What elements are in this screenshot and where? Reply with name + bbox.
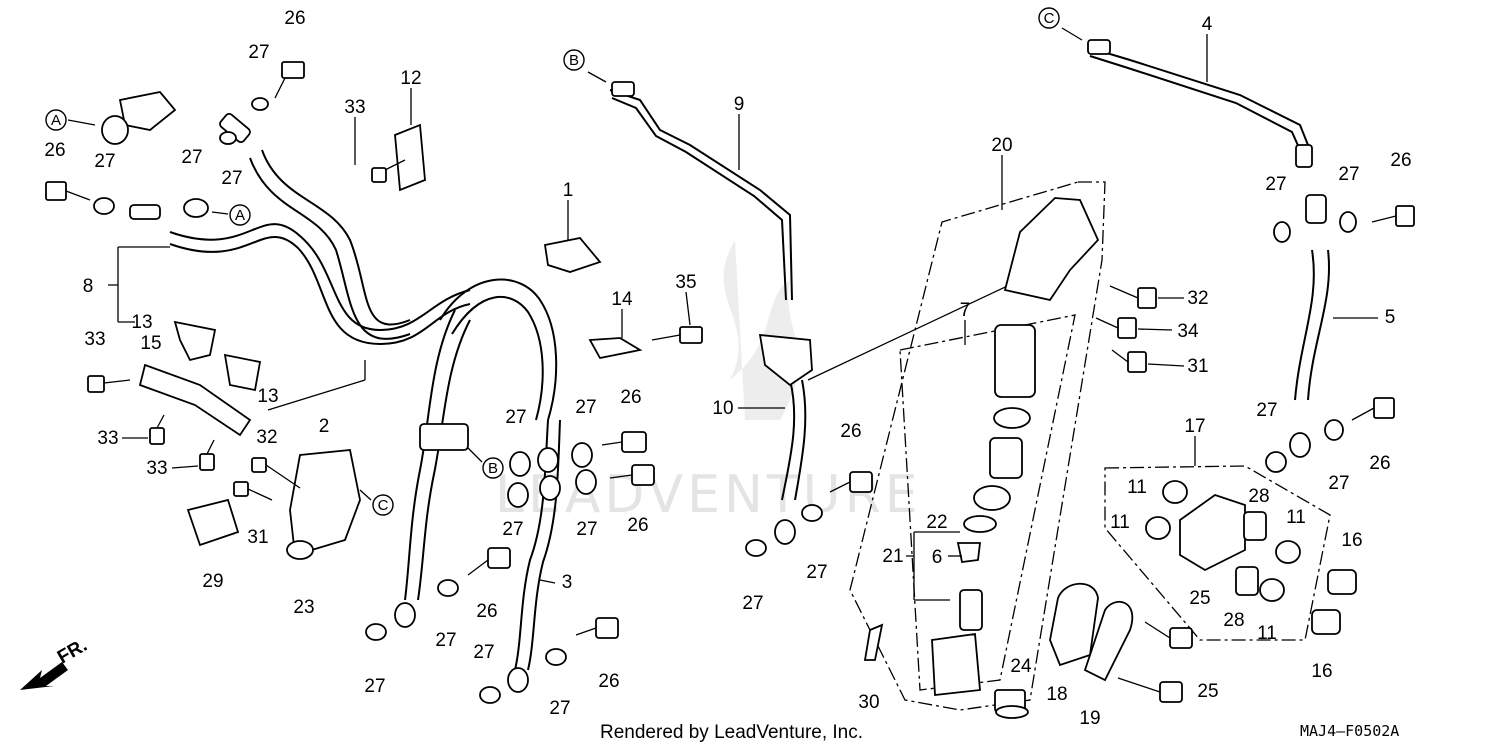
callout-26h: 26	[1390, 150, 1411, 171]
callout-28b: 28	[1223, 610, 1244, 631]
callout-27m: 27	[806, 562, 827, 583]
callout-28a: 28	[1248, 486, 1269, 507]
rendered-by-credit: Rendered by LeadVenture, Inc.	[600, 722, 863, 743]
callout-26d: 26	[627, 515, 648, 536]
svg-text:A: A	[51, 112, 61, 129]
callout-27q: 27	[1256, 400, 1277, 421]
callout-15: 15	[140, 333, 161, 354]
callout-13a: 13	[131, 312, 152, 333]
callout-34: 34	[1177, 321, 1199, 342]
callout-11c: 11	[1286, 507, 1306, 528]
callout-26g: 26	[840, 421, 861, 442]
callout-16a: 16	[1341, 530, 1362, 551]
callout-27d: 27	[221, 168, 242, 189]
callout-33c: 33	[97, 428, 118, 449]
ref-marker-a-top: A	[45, 109, 96, 131]
callout-19: 19	[1079, 708, 1100, 729]
callout-27l: 27	[549, 698, 570, 719]
callout-27i: 27	[435, 630, 456, 651]
callout-30: 30	[858, 692, 879, 713]
ref-marker-a-mid: A	[211, 204, 251, 226]
svg-text:C: C	[1044, 10, 1055, 27]
brake-line-assembly	[609, 81, 1021, 545]
callout-31b: 31	[1187, 356, 1208, 377]
svg-text:A: A	[235, 207, 245, 224]
callout-20: 20	[991, 135, 1012, 156]
callout-26b: 26	[44, 140, 65, 161]
ref-markers: A A B B C C	[45, 7, 1083, 516]
callouts: 1 2 3 4 5 6 7 8 9 10 11 11 11 11 12 13 1…	[44, 8, 1411, 729]
callout-9: 9	[734, 94, 745, 115]
callout-26f: 26	[598, 671, 619, 692]
callout-7: 7	[960, 300, 971, 321]
callout-4: 4	[1202, 14, 1213, 35]
callout-11d: 11	[1257, 623, 1277, 644]
callout-27b: 27	[94, 151, 115, 172]
ref-marker-c-mid: C	[359, 489, 394, 516]
callout-11b: 11	[1110, 512, 1130, 533]
callout-32a: 32	[256, 427, 277, 448]
callout-27n: 27	[742, 593, 763, 614]
callout-13b: 13	[257, 386, 278, 407]
callout-22: 22	[926, 512, 947, 533]
callout-11a: 11	[1127, 477, 1147, 498]
callout-5: 5	[1385, 307, 1396, 328]
callout-14: 14	[611, 289, 633, 310]
callout-17: 17	[1184, 416, 1205, 437]
callout-1: 1	[563, 180, 574, 201]
callout-27a: 27	[248, 42, 269, 63]
callout-27f: 27	[575, 397, 596, 418]
callout-33d: 33	[146, 458, 167, 479]
master-cylinder-assembly	[849, 181, 1106, 719]
callout-8: 8	[83, 276, 94, 297]
callout-27k: 27	[364, 676, 385, 697]
callout-24: 24	[1010, 656, 1032, 677]
callout-21: 21	[882, 546, 903, 567]
ref-marker-b-top: B	[563, 49, 607, 83]
callout-10: 10	[712, 398, 733, 419]
callout-27j: 27	[473, 642, 494, 663]
callout-26a: 26	[284, 8, 305, 29]
front-direction-label: FR.	[54, 635, 91, 668]
callout-27g: 27	[502, 519, 523, 540]
callout-27h: 27	[576, 519, 597, 540]
watermark-text: LEADVENTURE	[495, 465, 922, 525]
callout-26c: 26	[620, 387, 641, 408]
callout-27o: 27	[1265, 174, 1286, 195]
callout-33b: 33	[84, 329, 105, 350]
svg-text:B: B	[569, 52, 579, 69]
callout-25a: 25	[1189, 588, 1210, 609]
callout-27r: 27	[1328, 473, 1349, 494]
svg-text:B: B	[488, 460, 498, 477]
callout-27e: 27	[505, 407, 526, 428]
callout-16b: 16	[1311, 661, 1332, 682]
hose-assembly-left	[101, 91, 643, 693]
diagram-code: MAJ4–F0502A	[1300, 722, 1399, 740]
callout-23: 23	[293, 597, 314, 618]
callout-18: 18	[1046, 684, 1067, 705]
callout-32b: 32	[1187, 288, 1208, 309]
callout-12: 12	[400, 68, 421, 89]
ref-marker-c-top: C	[1038, 7, 1083, 41]
bolts-and-washers	[45, 61, 1415, 704]
callout-35: 35	[675, 272, 696, 293]
callout-3: 3	[562, 572, 573, 593]
callout-26e: 26	[476, 601, 497, 622]
ref-marker-b-mid: B	[467, 447, 504, 479]
callout-27p: 27	[1338, 164, 1359, 185]
callout-25b: 25	[1197, 681, 1218, 702]
callout-33a: 33	[344, 97, 365, 118]
callout-27c: 27	[181, 147, 202, 168]
callout-2: 2	[319, 416, 330, 437]
svg-text:C: C	[378, 497, 389, 514]
front-direction-indicator: FR.	[20, 635, 91, 690]
brake-line-right	[1049, 39, 1378, 682]
callout-29: 29	[202, 571, 223, 592]
callout-6: 6	[932, 547, 943, 568]
callout-31a: 31	[247, 527, 268, 548]
callout-26i: 26	[1369, 453, 1390, 474]
